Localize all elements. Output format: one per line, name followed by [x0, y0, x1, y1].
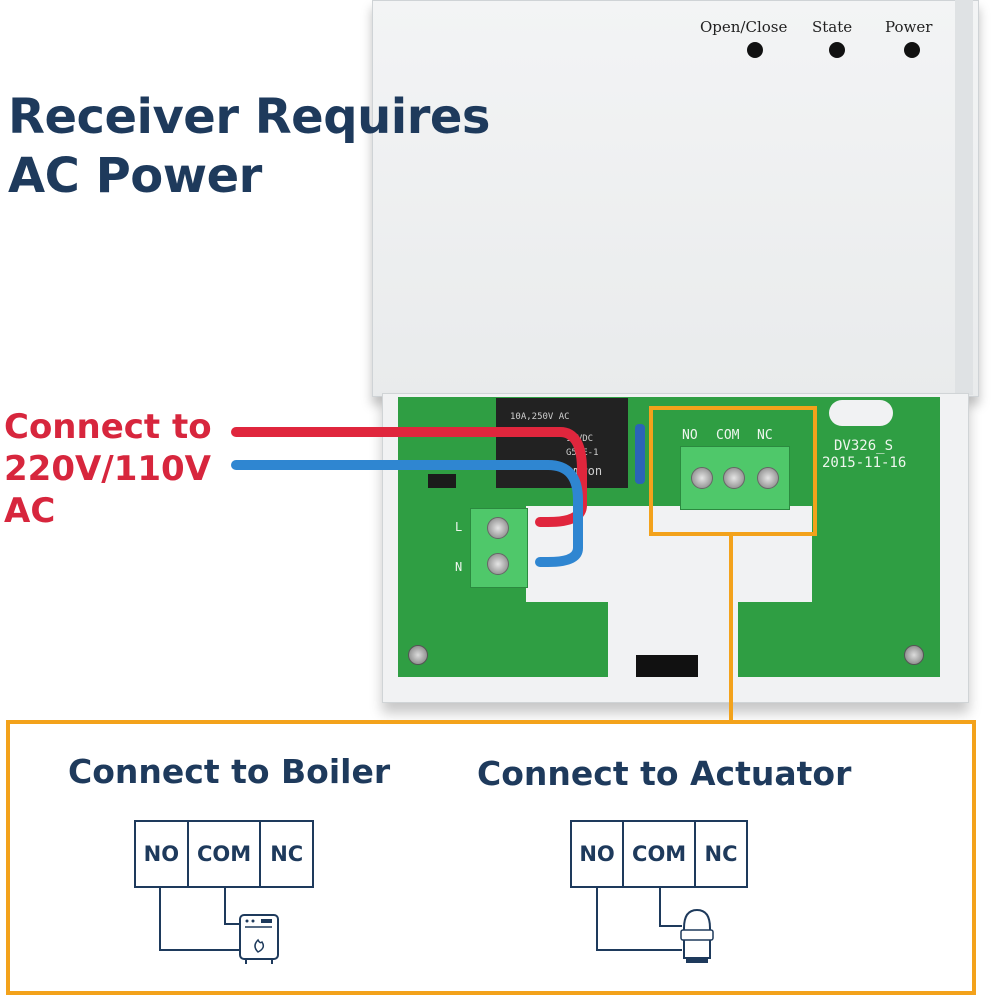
- actuator-terminal-no: NO: [569, 820, 625, 888]
- boiler-no-wire: [159, 887, 240, 951]
- power-instruction: Connect to 220V/110V AC: [4, 406, 212, 532]
- power-label-line-3: AC: [4, 491, 56, 531]
- resistor-component: [428, 474, 456, 488]
- boiler-terminal-no: NO: [134, 820, 189, 888]
- power-terminal-block: [470, 508, 528, 588]
- power-label-line-2: 220V/110V: [4, 449, 211, 489]
- relay-terminal-block: [680, 446, 790, 510]
- relay-text-1: 10A,250V AC: [510, 412, 570, 422]
- boiler-title: Connect to Boiler: [68, 752, 391, 791]
- pcb-label-nc: NC: [757, 428, 773, 443]
- nc-terminal-screw: [757, 467, 779, 489]
- live-wire: [231, 427, 587, 527]
- mounting-screw-right: [904, 645, 924, 665]
- boiler-terminal-com: COM: [186, 820, 262, 888]
- n-terminal-screw: [487, 553, 509, 575]
- led-label-open-close: Open/Close: [700, 18, 788, 36]
- neutral-wire: [231, 460, 583, 567]
- actuator-terminal-com: COM: [622, 820, 697, 888]
- led-label-power: Power: [885, 18, 933, 36]
- title-line-2: AC Power: [8, 148, 262, 204]
- no-terminal-screw: [691, 467, 713, 489]
- power-label-line-1: Connect to: [4, 407, 212, 447]
- boiler-com-wire: [224, 887, 240, 925]
- open-close-led: [747, 42, 763, 58]
- pcb-label-n: N: [455, 560, 463, 574]
- capacitor-component: [635, 424, 645, 484]
- wiring-options-panel: [6, 720, 976, 995]
- pcb-date-label: 2015-11-16: [822, 455, 907, 471]
- actuator-com-wire: [659, 887, 682, 927]
- actuator-no-wire: [596, 887, 682, 951]
- led-label-state: State: [812, 18, 853, 36]
- pcb-model-label: DV326_S: [834, 438, 894, 454]
- board-cutout-slot: [829, 400, 893, 426]
- pcb-label-com: COM: [716, 428, 740, 443]
- relay-terminal-highlight: [649, 406, 817, 536]
- mounting-screw-left: [408, 645, 428, 665]
- page-title: Receiver Requires AC Power: [8, 88, 491, 206]
- boiler-terminal-nc: NC: [259, 820, 314, 888]
- actuator-terminal-table: NO COM NC: [569, 820, 748, 888]
- com-terminal-screw: [723, 467, 745, 489]
- boiler-terminal-table: NO COM NC: [134, 820, 314, 888]
- receiver-cover: [372, 0, 979, 397]
- pcb-label-no: NO: [682, 428, 698, 443]
- state-led: [829, 42, 845, 58]
- title-line-1: Receiver Requires: [8, 89, 491, 145]
- power-led: [904, 42, 920, 58]
- l-terminal-screw: [487, 517, 509, 539]
- actuator-title: Connect to Actuator: [477, 754, 852, 793]
- actuator-terminal-nc: NC: [694, 820, 748, 888]
- receiver-cover-edge: [955, 0, 973, 395]
- board-slot: [636, 655, 698, 677]
- pcb-label-l: L: [455, 520, 463, 534]
